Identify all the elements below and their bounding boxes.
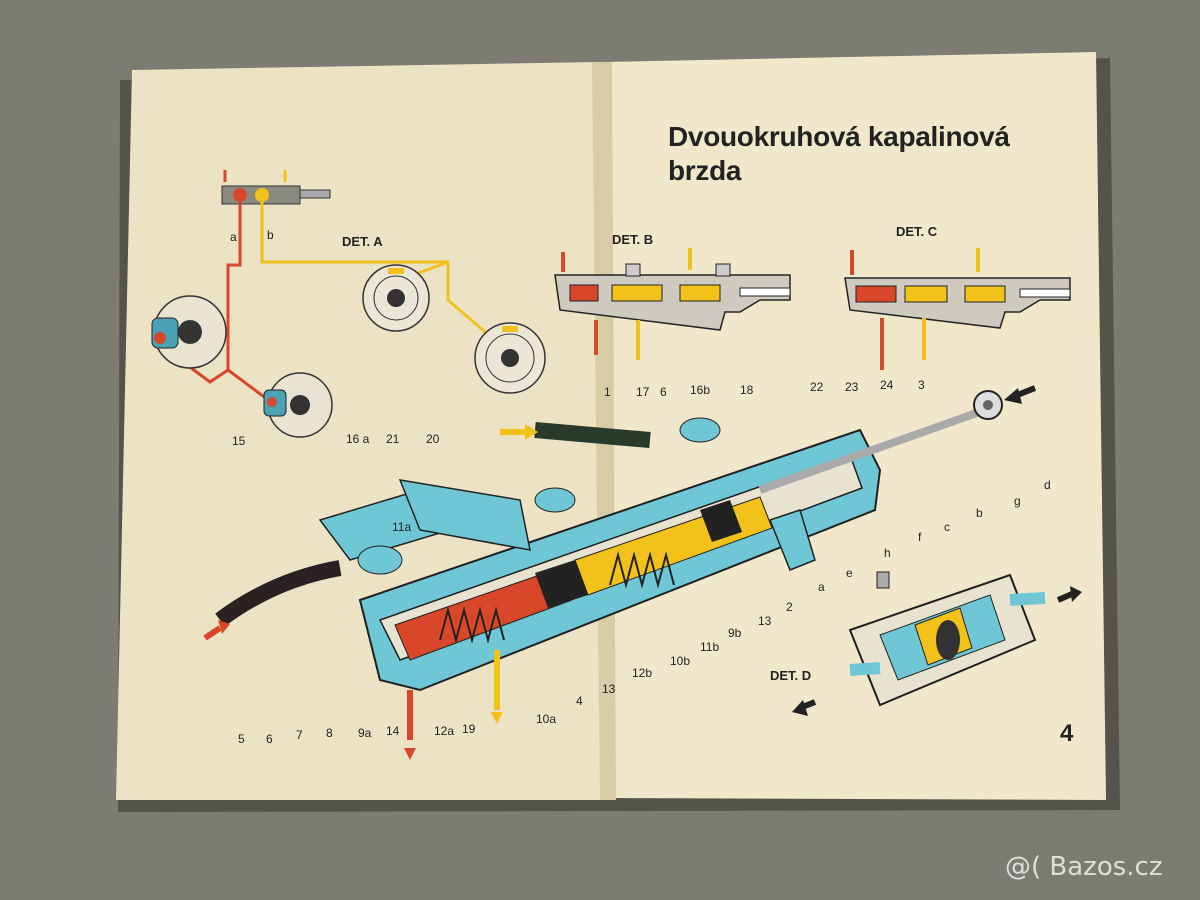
part-label: 22 — [810, 380, 824, 394]
det-d-label: f — [918, 530, 922, 544]
part-label: 19 — [462, 722, 476, 736]
part-label: 13 — [758, 614, 772, 628]
page-number: 4 — [1060, 720, 1074, 747]
part-label: 13 — [602, 682, 616, 696]
watermark-text: @( Bazos.cz — [1005, 852, 1163, 882]
part-label: 10a — [536, 712, 557, 726]
det-b-cross-section — [554, 248, 791, 360]
circuit-label-a: a — [230, 230, 237, 244]
detail-label-a: DET. A — [342, 234, 383, 249]
part-label: 12a — [434, 724, 455, 738]
part-label: 10b — [670, 654, 691, 668]
disc-brake-rear — [263, 372, 333, 438]
part-label: 16 a — [346, 432, 370, 446]
part-label: 24 — [880, 378, 894, 392]
det-d-label: b — [976, 506, 983, 520]
detail-label-c: DET. C — [896, 224, 938, 239]
detail-label-d: DET. D — [770, 668, 812, 683]
part-label: 9b — [728, 626, 742, 640]
part-label: 15 — [232, 434, 246, 448]
det-d-label: d — [1044, 478, 1051, 492]
part-label: 12b — [632, 666, 653, 680]
det-c-cross-section — [844, 248, 1071, 370]
det-d-label: e — [846, 566, 853, 580]
detail-label-b: DET. B — [612, 232, 654, 247]
drum-brake-1 — [362, 264, 430, 332]
part-label: 7 — [296, 728, 303, 742]
part-label: 21 — [386, 432, 400, 446]
disc-brake-front — [151, 295, 227, 369]
det-d-label: c — [944, 520, 950, 534]
part-label: 23 — [845, 380, 859, 394]
part-label: 8 — [326, 726, 333, 740]
page-title: Dvouokruhová kapalinová brzda — [668, 120, 1010, 188]
det-d-label: g — [1014, 494, 1021, 508]
det-d-cylinder — [848, 571, 1046, 707]
det-d-label: a — [818, 580, 825, 594]
flow-arrows — [203, 385, 1082, 760]
part-label: 11a — [392, 520, 412, 534]
part-label: 20 — [426, 432, 440, 446]
part-label: 18 — [740, 383, 754, 397]
part-label: 2 — [786, 600, 793, 614]
det-d-label: h — [884, 546, 891, 560]
part-label: 9a — [358, 726, 372, 740]
part-label: 14 — [386, 724, 400, 738]
part-label: 6 — [660, 385, 667, 399]
part-label: 17 — [636, 385, 650, 399]
title-line-1: Dvouokruhová kapalinová — [668, 121, 1010, 152]
master-cylinder-cutaway — [215, 390, 1003, 740]
part-label: 4 — [576, 694, 583, 708]
part-label: 6 — [266, 732, 273, 746]
drum-brake-2 — [474, 322, 546, 394]
part-label: 11b — [700, 640, 720, 654]
circuit-label-b: b — [267, 228, 274, 242]
part-label: 1 — [604, 385, 611, 399]
part-label: 5 — [238, 732, 245, 746]
title-line-2: brzda — [668, 155, 742, 186]
part-label: 16b — [690, 383, 711, 397]
part-label: 3 — [918, 378, 925, 392]
